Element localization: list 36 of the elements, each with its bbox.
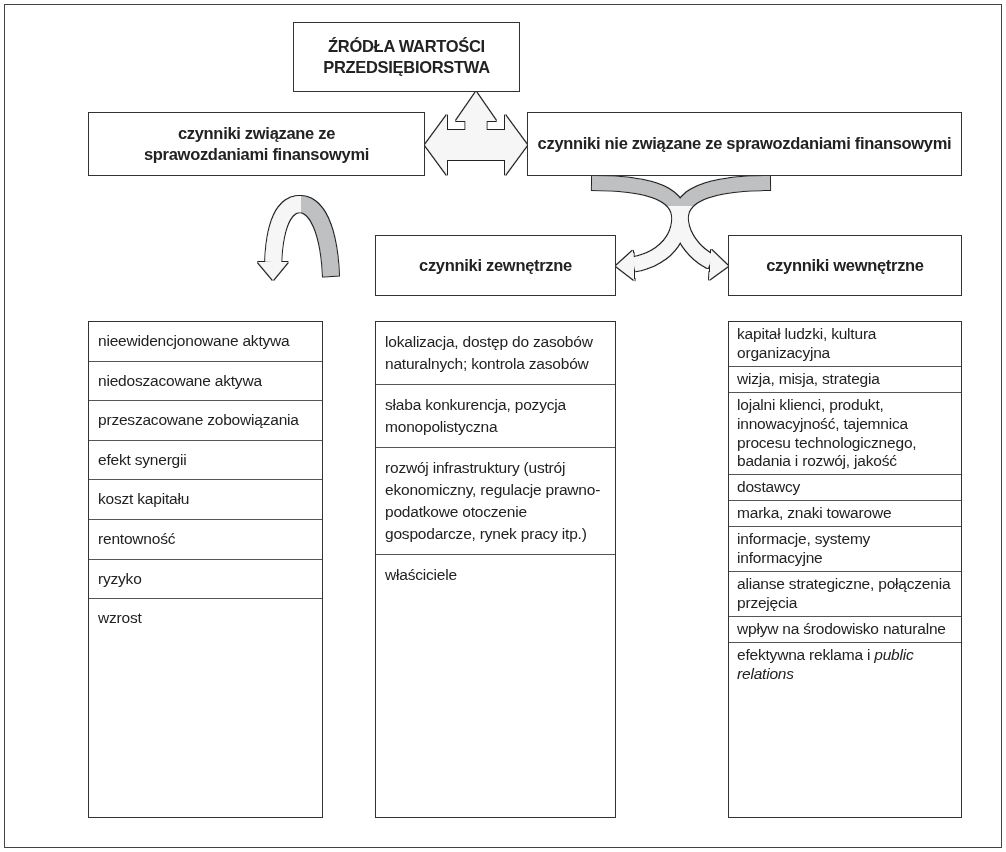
list-item-text: efekt synergii (98, 450, 188, 470)
category-title: ŹRÓDŁA WARTOŚCI PRZEDSIĘBIORSTWA (322, 35, 491, 78)
list-item-text: lokalizacja, dostęp do zasobów naturalnych; kontrola zasobów (385, 332, 594, 374)
list-item-text: właściciele (385, 565, 458, 585)
list-item-text: ryzyko (98, 569, 143, 589)
category-box (293, 22, 520, 92)
list-item-text: alianse strategiczne, połączenia przejęcia (737, 574, 952, 613)
list-item-text: wizja, misja, strategia (737, 369, 881, 389)
list-item-text: informacje, systemy informacyjne (737, 530, 872, 568)
list-item-text: dostawcy (737, 478, 801, 498)
list-item-text: nieewidencjonowane aktywa (98, 332, 291, 351)
category-box (88, 112, 425, 176)
category-box (728, 235, 962, 296)
list-item-text: przeszacowane zobowiązania (98, 411, 300, 430)
list-item-text: efektywna reklama i public relations (737, 645, 915, 684)
list-item-text: rozwój infrastruktury (ustrój ekonomiczny, regulacje prawno-podatkowe otoczenie gospodarcze, rynek pracy itp.) (385, 458, 602, 544)
list-item-text: koszt kapitału (98, 490, 191, 509)
category-box (527, 112, 962, 176)
category-title: czynniki wewnętrzne (766, 254, 924, 276)
list-item-text: marka, znaki towarowe (737, 504, 893, 524)
list-item-text: lojalni klienci, produkt, innowacyjność, tajemnica procesu technologicznego, badania i rozwój, jakość (737, 395, 918, 472)
category-title: czynniki zewnętrzne (419, 254, 572, 276)
list-item-text: kapitał ludzki, kultura organizacyjna (737, 325, 878, 363)
list-item-text: rentowność (98, 529, 177, 549)
category-box (375, 235, 616, 296)
category-title: czynniki związane ze sprawozdaniami finansowymi (142, 122, 371, 165)
list-item-text: wzrost (98, 609, 143, 628)
curved-arrow (257, 196, 339, 281)
double-arrow (425, 115, 527, 175)
category-title: czynniki nie związane ze sprawozdaniami finansowymi (537, 133, 952, 155)
list-panel (375, 321, 616, 818)
list-panel (88, 321, 323, 818)
list-item-text: słaba konkurencja, pozycja monopolistyczna (385, 395, 567, 437)
list-item-text: wpływ na środowisko naturalne (737, 619, 947, 639)
list-item-text: niedoszacowane aktywa (98, 371, 263, 391)
list-panel (728, 321, 962, 818)
